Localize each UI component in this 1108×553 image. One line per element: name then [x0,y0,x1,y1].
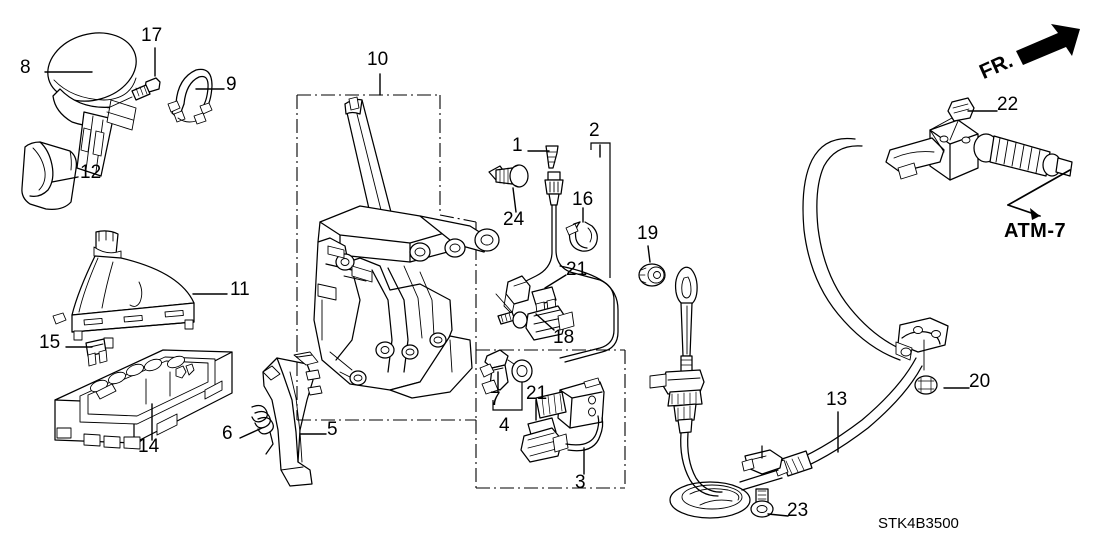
shift-lock-solenoid-art [520,377,605,463]
bracket-2 [590,142,611,278]
harness-holder-art [565,221,598,252]
callout-17: 17 [141,25,163,46]
lever-pin-art [479,349,533,395]
atm7-arrow [1007,169,1071,220]
transmission-end-art [885,97,1073,181]
callout-1: 1 [512,135,523,156]
cable-bracket-art [895,317,949,395]
atm7-reference-label: ATM-7 [1004,220,1067,242]
knob-lower-cover-art [21,141,77,210]
flange-bolt-24-art [488,164,529,188]
shift-cable-art [739,137,923,518]
callout-12: 12 [80,162,102,183]
solenoid-enclosure-3 [475,349,626,489]
fr-arrow [1016,24,1080,65]
shift-boot-art [52,230,195,349]
callout-21b: 21 [526,383,548,404]
callout-10: 10 [367,49,389,70]
callout-7: 7 [490,389,501,410]
callout-11: 11 [230,279,250,300]
callout-8: 8 [20,57,31,78]
callout-14: 14 [138,436,160,457]
release-lever-art [262,351,323,487]
knob-spring-clip-art [167,68,213,125]
callout-13: 13 [826,389,848,410]
callout-21a: 21 [566,259,588,280]
callout-15: 15 [39,332,61,353]
select-lever-assembly-art [313,96,500,399]
callout-2: 2 [589,120,600,141]
callout-16: 16 [572,189,594,210]
knob-set-screw-art [107,77,161,109]
callout-6: 6 [222,423,233,444]
lever-bushing-art [638,263,666,287]
bracket-4 [492,382,523,411]
lock-pin-art [545,145,559,169]
callout-22: 22 [997,94,1019,115]
callout-23: 23 [787,500,809,521]
callout-9: 9 [226,74,237,95]
callout-24: 24 [503,209,525,230]
callout-5: 5 [327,419,338,440]
callout-19: 19 [637,223,659,244]
callout-18: 18 [553,327,575,348]
assembly-enclosure-10 [296,94,477,421]
callout-4: 4 [499,415,510,436]
key-release-lever-art [649,266,751,519]
callout-3: 3 [575,472,586,493]
boot-clip-art [85,338,108,367]
leader-lines [44,47,998,517]
diagram-part-code: STK4B3500 [878,515,959,532]
release-spring-art [251,404,274,455]
shift-knob-art [47,32,137,177]
callout-20: 20 [969,371,991,392]
escutcheon-panel-art [54,349,233,450]
